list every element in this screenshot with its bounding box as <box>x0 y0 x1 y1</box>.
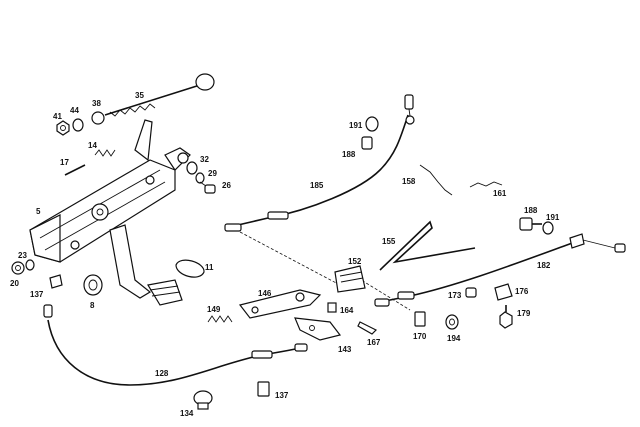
rear-brake-cable-icon <box>374 233 626 307</box>
spring-icon <box>207 315 233 323</box>
callout-44: 44 <box>70 106 79 115</box>
callout-41: 41 <box>53 112 62 121</box>
callout-173: 173 <box>448 291 462 300</box>
callout-188-top: 188 <box>342 150 356 159</box>
callout-179: 179 <box>517 309 531 318</box>
callout-5: 5 <box>36 207 41 216</box>
callout-134: 134 <box>180 409 194 418</box>
callout-23: 23 <box>18 251 27 260</box>
callout-32: 32 <box>200 155 209 164</box>
callout-191-right: 191 <box>546 213 560 222</box>
nut-icon <box>56 120 70 136</box>
washer-icon <box>186 161 205 184</box>
callout-152: 152 <box>348 257 362 266</box>
pedal-pad-icon <box>175 259 205 278</box>
equalizer-icon <box>238 289 322 319</box>
callout-170: 170 <box>413 332 427 341</box>
callout-11: 11 <box>205 263 214 272</box>
callout-146: 146 <box>258 289 272 298</box>
callout-182: 182 <box>537 261 551 270</box>
pedal-bracket-assembly-icon <box>29 119 191 263</box>
pin-icon <box>64 164 86 176</box>
clip-icon <box>327 302 378 335</box>
callout-149: 149 <box>207 305 221 314</box>
bolt-icon <box>499 305 513 329</box>
rubber-boot-icon <box>334 265 366 293</box>
spring-icon <box>419 164 503 196</box>
washer-icon <box>72 118 84 132</box>
callout-164: 164 <box>340 306 354 315</box>
bushing-icon <box>445 314 459 330</box>
callout-155: 155 <box>382 237 396 246</box>
callout-176: 176 <box>515 287 529 296</box>
connecting-rod-icon <box>379 220 476 271</box>
bolt-icon <box>519 217 554 235</box>
callout-185: 185 <box>310 181 324 190</box>
callout-143: 143 <box>338 345 352 354</box>
release-rod-icon <box>91 73 215 125</box>
grommet-icon <box>193 390 213 410</box>
callout-128: 128 <box>155 369 169 378</box>
callout-14: 14 <box>88 141 97 150</box>
callout-137-left: 137 <box>30 290 44 299</box>
callout-137-bottom: 137 <box>275 391 289 400</box>
front-brake-cable-icon <box>224 94 415 232</box>
clip-icon <box>49 274 63 289</box>
clip-icon <box>257 381 270 397</box>
nut-icon <box>465 287 477 298</box>
spring-icon <box>94 149 116 157</box>
callout-167: 167 <box>367 338 381 347</box>
callout-35: 35 <box>135 91 144 100</box>
callout-17: 17 <box>60 158 69 167</box>
bolt-icon <box>199 181 216 194</box>
callout-194: 194 <box>447 334 461 343</box>
bracket-icon <box>494 283 513 301</box>
parking-brake-cable-icon <box>43 304 308 386</box>
callout-20: 20 <box>10 279 19 288</box>
callout-26: 26 <box>222 181 231 190</box>
lever-plate-icon <box>294 317 342 341</box>
callout-161: 161 <box>493 189 507 198</box>
washer-icon <box>11 259 35 275</box>
callout-158: 158 <box>402 177 416 186</box>
callout-191-top: 191 <box>349 121 363 130</box>
clip-icon <box>414 311 426 327</box>
callout-29: 29 <box>208 169 217 178</box>
pedal-lever-icon <box>109 224 183 306</box>
callout-8: 8 <box>90 301 95 310</box>
callout-188-right: 188 <box>524 206 538 215</box>
callout-38: 38 <box>92 99 101 108</box>
bracket-icon <box>361 116 379 150</box>
bushing-icon <box>83 274 103 296</box>
